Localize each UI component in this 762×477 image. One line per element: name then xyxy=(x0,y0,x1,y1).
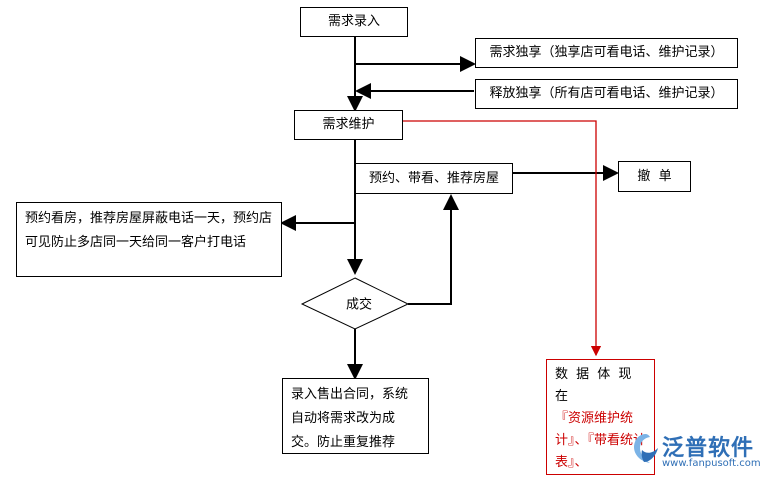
stats-report: 『资源维护统计』、『带看统计表』、 xyxy=(555,411,647,470)
node-appointment: 预约、带看、推荐房屋 xyxy=(355,163,513,194)
edge-deal-feedback xyxy=(408,194,459,305)
logo-icon xyxy=(634,434,658,463)
node-exclusive: 需求独享（独享店可看电话、维护记录） xyxy=(475,38,738,68)
deal-diamond xyxy=(300,277,410,330)
node-release-exclusive: 释放独享（所有店可看电话、维护记录） xyxy=(475,79,738,109)
node-appointment-note: 预约看房，推荐房屋屏蔽电话一天，预约店可见防止多店同一天给同一客户打电话 xyxy=(16,202,282,277)
edge-maintain-to-stats xyxy=(403,120,602,357)
logo-url: www.fanpusoft.com xyxy=(662,458,761,469)
logo-name: 泛普软件 xyxy=(662,436,755,461)
node-requirement-entry: 需求录入 xyxy=(300,7,408,37)
fanpu-logo: 泛普软件 www.fanpusoft.com xyxy=(632,428,761,474)
node-contract: 录入售出合同，系统自动将需求改为成交。防止重复推荐 xyxy=(282,378,429,454)
node-stats: 数 据 体 现 在 『资源维护统计』、『带看统计表』、 xyxy=(546,359,655,475)
node-cancel: 撤 单 xyxy=(618,161,691,192)
deal-label: 成交 xyxy=(345,297,373,313)
node-requirement-maintain: 需求维护 xyxy=(294,110,403,140)
stats-prefix: 数 据 体 现 在 xyxy=(555,367,634,404)
